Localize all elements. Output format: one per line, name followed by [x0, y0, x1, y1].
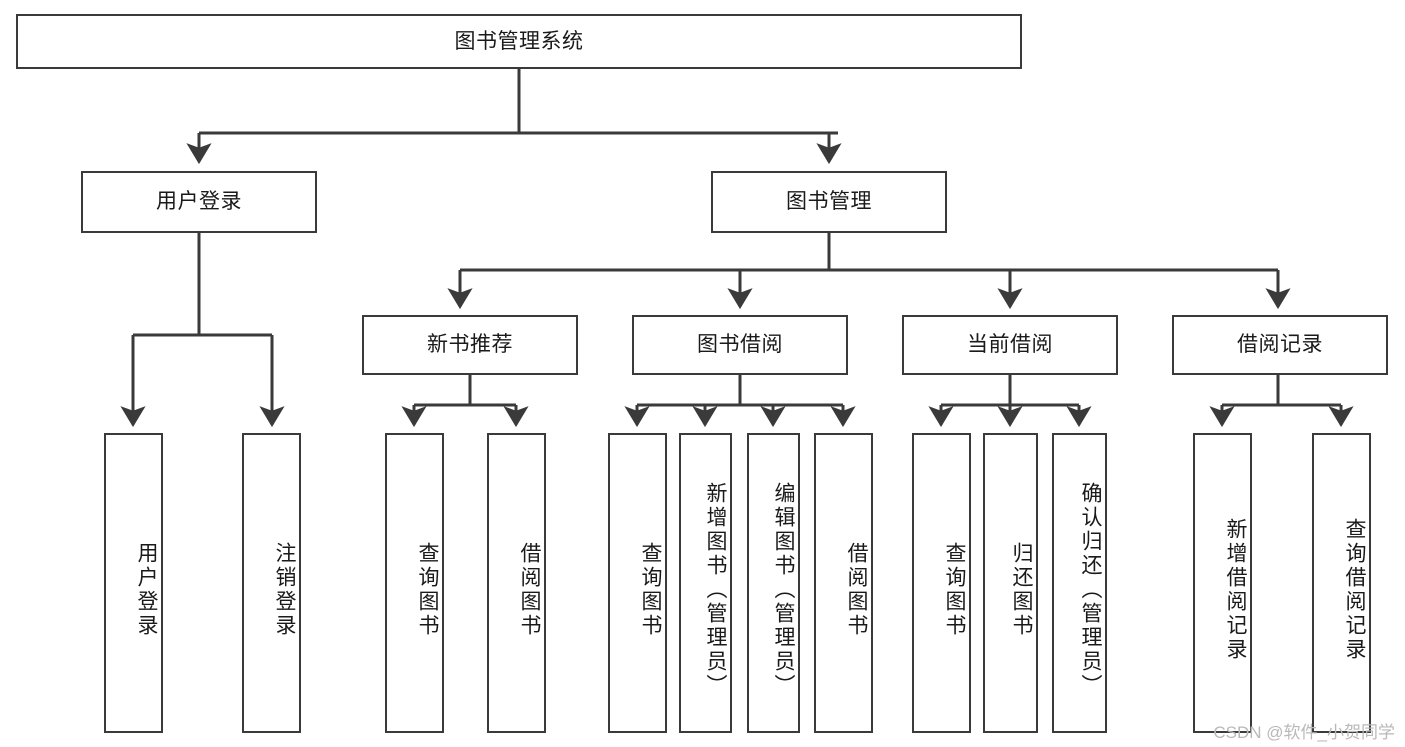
node-book-borrow[interactable]: 图书借阅 [632, 315, 848, 375]
leaf-add-record[interactable]: 新增借阅记录 [1193, 433, 1252, 733]
leaf-label: 查询借阅记录 [1343, 518, 1366, 662]
node-user-login[interactable]: 用户登录 [81, 171, 317, 233]
leaf-query-book-2[interactable]: 查询图书 [608, 433, 667, 733]
leaf-borrow-book-2[interactable]: 借阅图书 [814, 433, 873, 733]
leaf-label: 编辑图书（管理员） [772, 482, 795, 698]
leaf-query-book-1[interactable]: 查询图书 [385, 433, 444, 733]
leaf-label: 用户登录 [135, 542, 158, 638]
node-book-management[interactable]: 图书管理 [711, 171, 947, 233]
leaf-label: 借阅图书 [518, 542, 541, 638]
leaf-query-record[interactable]: 查询借阅记录 [1312, 433, 1371, 733]
node-new-book-recommend[interactable]: 新书推荐 [362, 315, 578, 375]
node-current-borrow[interactable]: 当前借阅 [902, 315, 1118, 375]
leaf-confirm-return[interactable]: 确认归还（管理员） [1052, 433, 1107, 733]
leaf-query-book-3[interactable]: 查询图书 [912, 433, 971, 733]
leaf-label: 新增借阅记录 [1224, 518, 1247, 662]
node-root-system[interactable]: 图书管理系统 [16, 14, 1022, 69]
leaf-label: 注销登录 [273, 542, 296, 638]
csdn-watermark: CSDN @软件_小贺同学 [1213, 723, 1395, 742]
node-borrow-record[interactable]: 借阅记录 [1172, 315, 1388, 375]
leaf-user-logout[interactable]: 注销登录 [242, 433, 301, 733]
leaf-label: 归还图书 [1010, 542, 1033, 638]
leaf-return-book[interactable]: 归还图书 [983, 433, 1038, 733]
leaf-edit-book[interactable]: 编辑图书（管理员） [747, 433, 800, 733]
leaf-user-login[interactable]: 用户登录 [104, 433, 163, 733]
leaf-label: 查询图书 [416, 542, 439, 638]
leaf-add-book[interactable]: 新增图书（管理员） [679, 433, 732, 733]
leaf-label: 借阅图书 [845, 542, 868, 638]
leaf-label: 查询图书 [639, 542, 662, 638]
leaf-borrow-book-1[interactable]: 借阅图书 [487, 433, 546, 733]
leaf-label: 确认归还（管理员） [1079, 482, 1102, 698]
leaf-label: 新增图书（管理员） [704, 482, 727, 698]
leaf-label: 查询图书 [943, 542, 966, 638]
